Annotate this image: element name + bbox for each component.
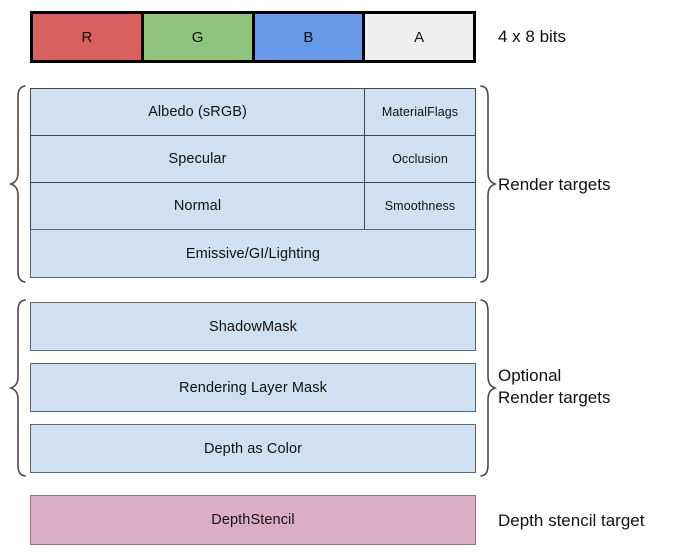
render-targets-caption: Render targets <box>498 175 611 194</box>
render-targets-left-brace <box>8 85 26 283</box>
render-targets-right-brace <box>480 85 498 283</box>
optional-render-target-label-depth-as-color: Depth as Color <box>203 440 303 457</box>
render-target-label-normal: Normal <box>173 198 222 214</box>
render-target-label-specular: Specular <box>168 151 227 167</box>
depth-stencil-caption: Depth stencil target <box>498 511 645 530</box>
optional-render-target-depth-as-color: Depth as Color <box>30 424 476 473</box>
channel-label-g: G <box>191 28 204 46</box>
render-target-main-normal: Normal <box>30 182 365 230</box>
channel-bar-caption: 4 x 8 bits <box>498 27 567 46</box>
render-target-alpha-smoothness: Smoothness <box>364 182 476 230</box>
channel-cell-a: A <box>365 14 473 60</box>
optional-render-targets-right-brace <box>480 299 498 477</box>
rgba-channel-bar: R G B A <box>30 11 476 63</box>
render-target-alpha-occlusion: Occlusion <box>364 135 476 183</box>
render-target-label-albedo: Albedo (sRGB) <box>148 104 247 120</box>
channel-cell-r: R <box>33 14 144 60</box>
render-target-label-emissive: Emissive/GI/Lighting <box>185 245 321 262</box>
depth-stencil-box: DepthStencil <box>30 495 476 545</box>
render-target-main-specular: Specular <box>30 135 365 183</box>
render-target-main-emissive: Emissive/GI/Lighting <box>30 229 476 278</box>
optional-render-targets-left-brace <box>8 299 26 477</box>
depth-stencil-label: DepthStencil <box>211 512 295 528</box>
render-target-main-albedo: Albedo (sRGB) <box>30 88 365 136</box>
channel-label-b: B <box>303 28 314 46</box>
optional-render-target-shadowmask: ShadowMask <box>30 302 476 351</box>
optional-render-targets-caption: Optional Render targets <box>498 366 611 407</box>
channel-label-a: A <box>414 28 425 46</box>
render-target-alpha-label-occlusion: Occlusion <box>392 152 448 166</box>
optional-render-target-rendering-layer-mask: Rendering Layer Mask <box>30 363 476 412</box>
render-target-alpha-label-materialflags: MaterialFlags <box>381 105 459 119</box>
render-target-alpha-label-smoothness: Smoothness <box>384 199 456 213</box>
optional-render-target-label-rendering-layer-mask: Rendering Layer Mask <box>179 379 327 396</box>
channel-cell-b: B <box>254 14 366 60</box>
channel-cell-g: G <box>143 14 255 60</box>
render-target-alpha-materialflags: MaterialFlags <box>364 88 476 136</box>
optional-render-target-label-shadowmask: ShadowMask <box>208 318 298 335</box>
channel-label-r: R <box>81 28 93 46</box>
